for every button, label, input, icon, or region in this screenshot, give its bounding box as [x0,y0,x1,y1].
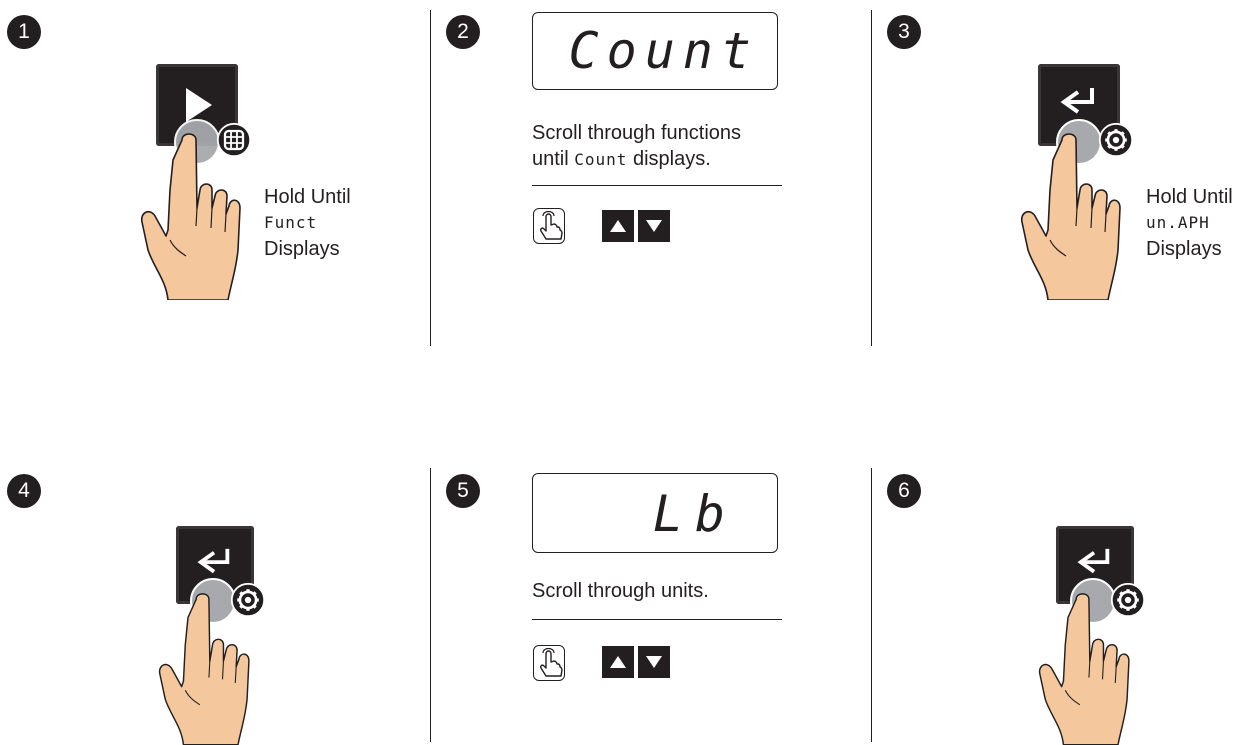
divider-col1-row2 [430,468,431,742]
step5-line1: Scroll through units. [532,578,792,604]
down-arrow-icon [638,210,670,242]
step-number-4: 4 [7,474,41,508]
divider-col2-row2 [871,468,872,742]
step-number-1: 1 [7,15,41,49]
step1-text-line3: Displays [264,236,351,262]
divider-col1-row1 [430,10,431,346]
hand-icon [140,130,250,300]
down-arrow-button[interactable] [638,210,670,242]
down-arrow-icon [638,646,670,678]
tap-icon [534,209,564,243]
lcd-text: Count [568,21,759,81]
up-arrow-button[interactable] [602,210,634,242]
hand-icon [158,590,258,745]
step-number-3: 3 [887,15,921,49]
step3-display-code: un.APH [1146,210,1254,236]
step2-code: Count [574,150,627,169]
step2-line1: Scroll through functions [532,120,792,146]
step1-device-group [140,62,270,322]
step5-separator [532,619,782,620]
step2-separator [532,185,782,186]
step2-line2: until Count displays. [532,146,792,173]
step6-device-group [1020,524,1150,742]
step5-instruction: Scroll through units. [532,578,792,604]
step3-text-line3: Displays [1146,236,1254,262]
step3-device-group [1020,62,1150,322]
tap-button[interactable] [533,208,565,244]
step-number-5: 5 [446,474,480,508]
step1-instruction: Hold Until Funct Displays [264,184,351,262]
up-arrow-icon [602,210,634,242]
lcd-display: Lb [532,473,778,553]
step-number-2: 2 [446,15,480,49]
up-arrow-button[interactable] [602,646,634,678]
hand-icon [1038,590,1138,745]
step2-instruction: Scroll through functions until Count dis… [532,120,792,173]
step3-text-line1: Hold Until [1146,184,1254,210]
lcd-text: Lb [653,484,737,544]
hand-icon [1020,130,1130,300]
tap-button[interactable] [533,645,565,681]
lcd-display: Count [532,12,778,90]
step-number-6: 6 [887,474,921,508]
divider-col2-row1 [871,10,872,346]
down-arrow-button[interactable] [638,646,670,678]
step1-display-code: Funct [264,210,351,236]
up-arrow-icon [602,646,634,678]
step3-instruction: Hold Until un.APH Displays [1146,184,1254,262]
step1-text-line1: Hold Until [264,184,351,210]
step4-device-group [140,524,270,742]
tap-icon [534,646,564,680]
